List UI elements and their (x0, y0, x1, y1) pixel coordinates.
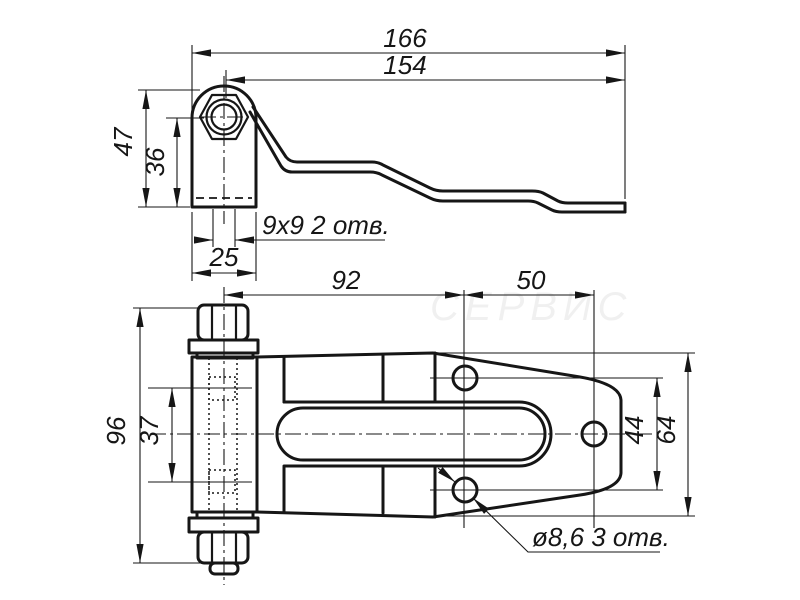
dim-154-label: 154 (383, 50, 426, 80)
round-holes-callout: ø8,6 3 отв. (437, 467, 670, 553)
dim-166-label: 166 (383, 23, 427, 53)
dim-to-pin-axis: 154 (225, 50, 625, 98)
dim-36-label: 36 (140, 147, 170, 176)
dim-overall-length: 166 (191, 23, 626, 199)
dim-holes-spacing-v: 44 (619, 378, 661, 490)
bend-lines (282, 351, 437, 519)
dim-holes-spacing-h: 50 (464, 265, 594, 299)
strap-profile-bottom (248, 110, 627, 214)
dim-44-label: 44 (619, 416, 649, 445)
bottom-hex-nut (196, 530, 250, 565)
dim-96-label: 96 (101, 416, 131, 445)
dim-plate-width: 64 (651, 353, 692, 516)
top-hex-nut (196, 303, 250, 342)
dim-axis-to-base: 36 (140, 117, 204, 207)
dim-92-label: 92 (332, 265, 361, 295)
tongue-rib (275, 406, 547, 462)
dim-25-label: 25 (209, 242, 239, 272)
dim-50-label: 50 (517, 265, 546, 295)
dim-64-label: 64 (651, 416, 681, 445)
dim-axis-to-holes: 92 (224, 265, 464, 299)
dim-bracket-width: 25 (191, 212, 257, 281)
square-holes-callout: 9x9 2 отв. (194, 209, 390, 247)
strap-profile-top (251, 105, 627, 205)
square-holes-label: 9x9 2 отв. (262, 210, 390, 240)
leaf-outline (255, 351, 623, 519)
side-view: 166 154 47 36 9x9 2 отв. (108, 23, 627, 281)
dim-bracket-height: 47 (108, 89, 200, 208)
round-holes-label: ø8,6 3 отв. (532, 522, 670, 552)
dim-37-label: 37 (134, 415, 164, 445)
dim-square-holes-spacing: 37 (134, 387, 252, 483)
emboss-outer-line (282, 400, 553, 468)
dim-overall-height: 96 (101, 307, 245, 564)
extension-lines (430, 290, 695, 528)
plan-view: 92 50 96 37 44 64 (101, 265, 695, 585)
dim-47-label: 47 (108, 126, 138, 156)
